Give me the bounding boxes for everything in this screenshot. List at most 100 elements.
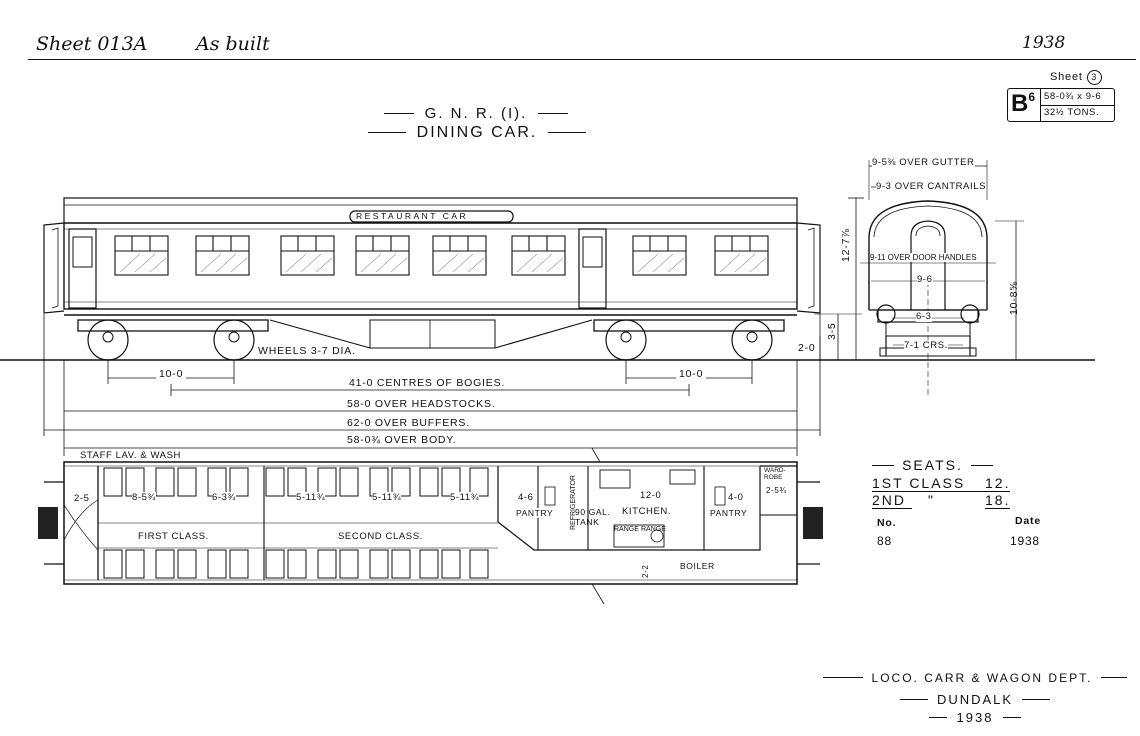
wheel <box>87 319 129 361</box>
range-label-2: RANGE <box>641 526 666 533</box>
number-label: No. <box>877 517 897 529</box>
over-cantrails-dim: 9-3 OVER CANTRAILS <box>876 181 987 192</box>
status-note: As built <box>196 33 270 55</box>
centres-of-bogies-dim: 41-0 CENTRES OF BOGIES. <box>345 377 510 389</box>
wheel <box>605 319 647 361</box>
seat <box>103 467 123 497</box>
kitchen-corridor-wall <box>497 466 761 551</box>
end-door-left <box>68 228 97 309</box>
window <box>632 235 687 276</box>
kitchen-fitting <box>599 469 631 489</box>
wheel <box>213 319 255 361</box>
side-elevation <box>0 197 1095 361</box>
truss-rods <box>269 319 593 349</box>
wheels-label: WHEELS 3-7 DIA. <box>258 345 356 357</box>
window <box>280 235 335 276</box>
bay-dim-1: 8-5¾ <box>132 492 157 503</box>
seat <box>419 549 439 579</box>
diagram-dimensions: 58-0¾ x 9-6 <box>1044 91 1102 102</box>
first-class-seats-value: 12. <box>985 475 1011 492</box>
end-height-dim: 10-8⅝ <box>1008 281 1020 315</box>
bay-dim-3: 5-11¾ <box>296 492 326 503</box>
seat <box>391 549 411 579</box>
gangway-bellows-right <box>803 507 823 539</box>
end-body-outline <box>868 200 988 310</box>
end-body-width: 9-6 <box>917 274 933 285</box>
dimension-lines <box>43 314 821 456</box>
date-value: 1938 <box>1010 534 1040 548</box>
seat <box>155 467 175 497</box>
seat <box>265 467 285 497</box>
seat <box>125 549 145 579</box>
bogie-wheelbase-right: 10-0 <box>676 368 707 380</box>
over-gutter-dim: 9-5⅜ OVER GUTTER <box>872 157 975 168</box>
first-class-seats-label: 1ST CLASS <box>872 475 992 492</box>
bay-dim-5: 5-11¾ <box>450 492 480 503</box>
pantry2-label: PANTRY <box>710 508 748 518</box>
seat-rows <box>103 467 489 579</box>
pantry2-dim: 4-0 <box>728 492 744 503</box>
plan-outline <box>63 461 798 585</box>
kitchen-label: KITCHEN. <box>622 506 672 517</box>
diagram-code: B6 <box>1011 90 1036 117</box>
seat <box>229 549 249 579</box>
seat <box>339 467 359 497</box>
second-class-label: SECOND CLASS. <box>338 531 423 542</box>
seat <box>177 467 197 497</box>
bay-dim-4: 5-11¾ <box>372 492 402 503</box>
restaurant-car-label: RESTAURANT CAR <box>356 211 469 221</box>
seat <box>287 549 307 579</box>
seat <box>155 549 175 579</box>
bay-dim-2: 6-3¾ <box>212 492 237 503</box>
sheet-box-rule <box>1041 105 1114 106</box>
window <box>355 235 410 276</box>
range-block <box>613 524 665 548</box>
seat <box>265 549 285 579</box>
seat <box>229 467 249 497</box>
bogie-left <box>77 319 269 361</box>
window <box>432 235 487 276</box>
boiler-dim: 2-2 <box>641 564 650 578</box>
over-door-handles-dim: 9-11 OVER DOOR HANDLES <box>870 253 977 262</box>
buffer-left <box>876 304 896 324</box>
end-bogie-width: 6-3 <box>916 311 932 322</box>
footer-dept: LOCO. CARR & WAGON DEPT. <box>822 667 1128 686</box>
side-windows <box>114 235 769 276</box>
window <box>714 235 769 276</box>
second-class-ditto: " <box>928 492 935 508</box>
header-year: 1938 <box>1022 33 1066 53</box>
gangway-right <box>796 222 821 314</box>
sheet-number: 3 <box>1086 70 1102 85</box>
date-label: Date <box>1015 515 1041 527</box>
bogie-right <box>593 319 785 361</box>
diagram-weight: 32½ TONS. <box>1044 107 1100 118</box>
footer-place: DUNDALK <box>870 689 1080 708</box>
second-class-seats-label: 2ND <box>872 492 912 509</box>
gangway-bellows-left <box>38 507 58 539</box>
over-buffers-dim: 62-0 OVER BUFFERS. <box>343 417 474 429</box>
tank-label: 90 GAL. TANK <box>575 507 611 527</box>
seat <box>419 467 439 497</box>
sheet-box: B6 58-0¾ x 9-6 32½ TONS. <box>1007 88 1115 122</box>
gangway-left <box>43 222 65 314</box>
seat <box>469 549 489 579</box>
sheet-box-label: Sheet 3 <box>1050 70 1102 85</box>
seat <box>369 549 389 579</box>
staff-lav-label: STAFF LAV. & WASH <box>80 450 181 461</box>
seats-heading: SEATS. <box>872 455 1000 474</box>
wardrobe-dim: 2-5¾ <box>766 486 787 495</box>
header-rule <box>28 59 1136 60</box>
seat <box>317 549 337 579</box>
battery-box <box>369 319 496 349</box>
sheet-box-divider <box>1040 89 1041 121</box>
end-gangway-door <box>910 220 946 310</box>
end-crs-dim: 7-1 CRS. <box>904 340 948 351</box>
sheet-reference: Sheet 013A <box>36 33 148 55</box>
seat <box>441 549 461 579</box>
range-label-1: RANGE <box>614 526 639 533</box>
seat <box>339 549 359 579</box>
over-headstocks-dim: 58-0 OVER HEADSTOCKS. <box>343 398 500 410</box>
buffer-right <box>960 304 980 324</box>
floor-height-dim: 3-5 <box>826 322 838 340</box>
